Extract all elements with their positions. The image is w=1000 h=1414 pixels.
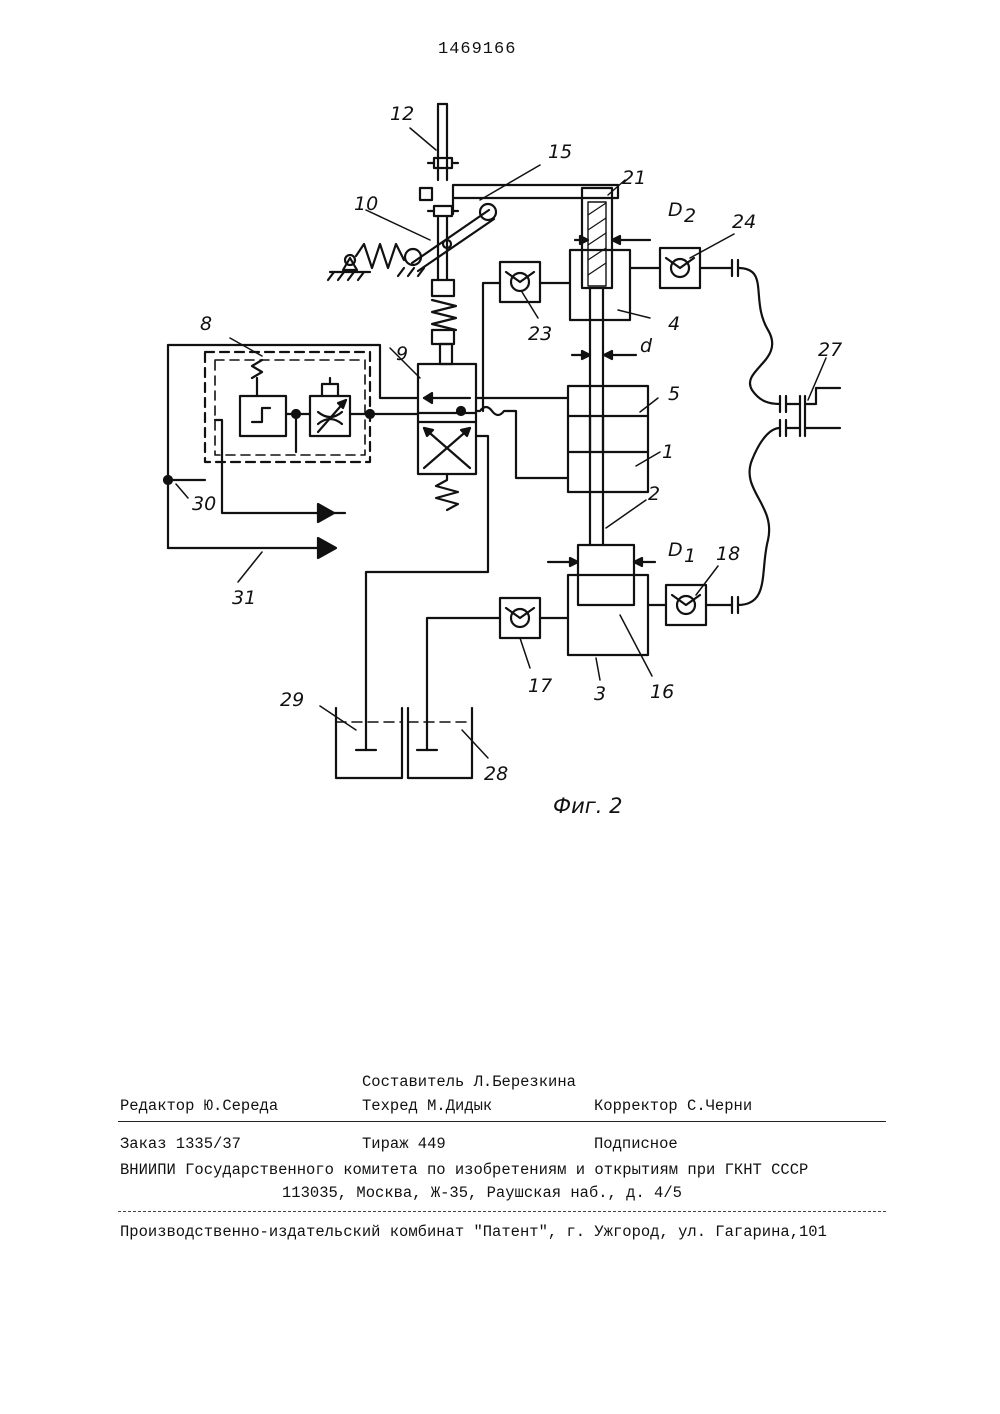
subscription-note: Подписное bbox=[594, 1135, 678, 1153]
label-27: 27 bbox=[818, 339, 842, 361]
pipes bbox=[366, 268, 666, 750]
label-d: d bbox=[640, 335, 653, 357]
leaders bbox=[176, 128, 826, 758]
label-28: 28 bbox=[484, 763, 508, 785]
address-line: 113035, Москва, Ж-35, Раушская наб., д. … bbox=[282, 1184, 682, 1202]
lever-15 bbox=[453, 185, 618, 214]
label-12: 12 bbox=[390, 103, 414, 125]
circulation: Тираж 449 bbox=[362, 1135, 446, 1153]
label-9: 9 bbox=[396, 343, 408, 365]
spring-rod bbox=[432, 280, 456, 364]
label-29: 29 bbox=[280, 689, 304, 711]
publisher-line: Производственно-издательский комбинат "П… bbox=[120, 1223, 827, 1241]
label-D2: D bbox=[668, 199, 683, 221]
rule-dashed bbox=[118, 1211, 886, 1212]
rule-top bbox=[118, 1121, 886, 1122]
corrector-credit: Корректор С.Черни bbox=[594, 1097, 752, 1115]
label-21: 21 bbox=[622, 167, 646, 189]
label-1: 1 bbox=[662, 441, 674, 463]
label-10: 10 bbox=[354, 193, 378, 215]
block-8 bbox=[205, 352, 418, 462]
label-30: 30 bbox=[192, 493, 216, 515]
label-4: 4 bbox=[668, 313, 680, 335]
label-8: 8 bbox=[200, 313, 212, 335]
hydraulic-diagram: 12 15 21 10 D 2 24 8 4 23 d 9 27 5 1 30 … bbox=[0, 0, 1000, 860]
editor-credit: Редактор Ю.Середа bbox=[120, 1097, 278, 1115]
tanks bbox=[336, 708, 472, 778]
cylinder-assembly bbox=[548, 188, 655, 655]
label-D2-sub: 2 bbox=[684, 205, 696, 227]
order-number: Заказ 1335/37 bbox=[120, 1135, 241, 1153]
label-31: 31 bbox=[232, 587, 256, 609]
label-24: 24 bbox=[732, 211, 756, 233]
valve-9 bbox=[418, 364, 476, 510]
compiler-credit: Составитель Л.Березкина bbox=[362, 1073, 576, 1091]
techred-credit: Техред М.Дидык bbox=[362, 1097, 492, 1115]
label-23: 23 bbox=[528, 323, 552, 345]
label-15: 15 bbox=[548, 141, 572, 163]
lines-30-31 bbox=[164, 345, 418, 558]
label-D1: D bbox=[668, 539, 683, 561]
label-D1-sub: 1 bbox=[684, 545, 696, 567]
label-3: 3 bbox=[594, 683, 606, 705]
figure-caption: Фиг. 2 bbox=[553, 794, 622, 818]
label-5: 5 bbox=[668, 383, 680, 405]
institute-line: ВНИИПИ Государственного комитета по изоб… bbox=[120, 1161, 808, 1179]
label-16: 16 bbox=[650, 681, 674, 703]
label-17: 17 bbox=[528, 675, 552, 697]
label-18: 18 bbox=[716, 543, 740, 565]
linkage-10 bbox=[328, 204, 496, 280]
label-2: 2 bbox=[648, 483, 660, 505]
